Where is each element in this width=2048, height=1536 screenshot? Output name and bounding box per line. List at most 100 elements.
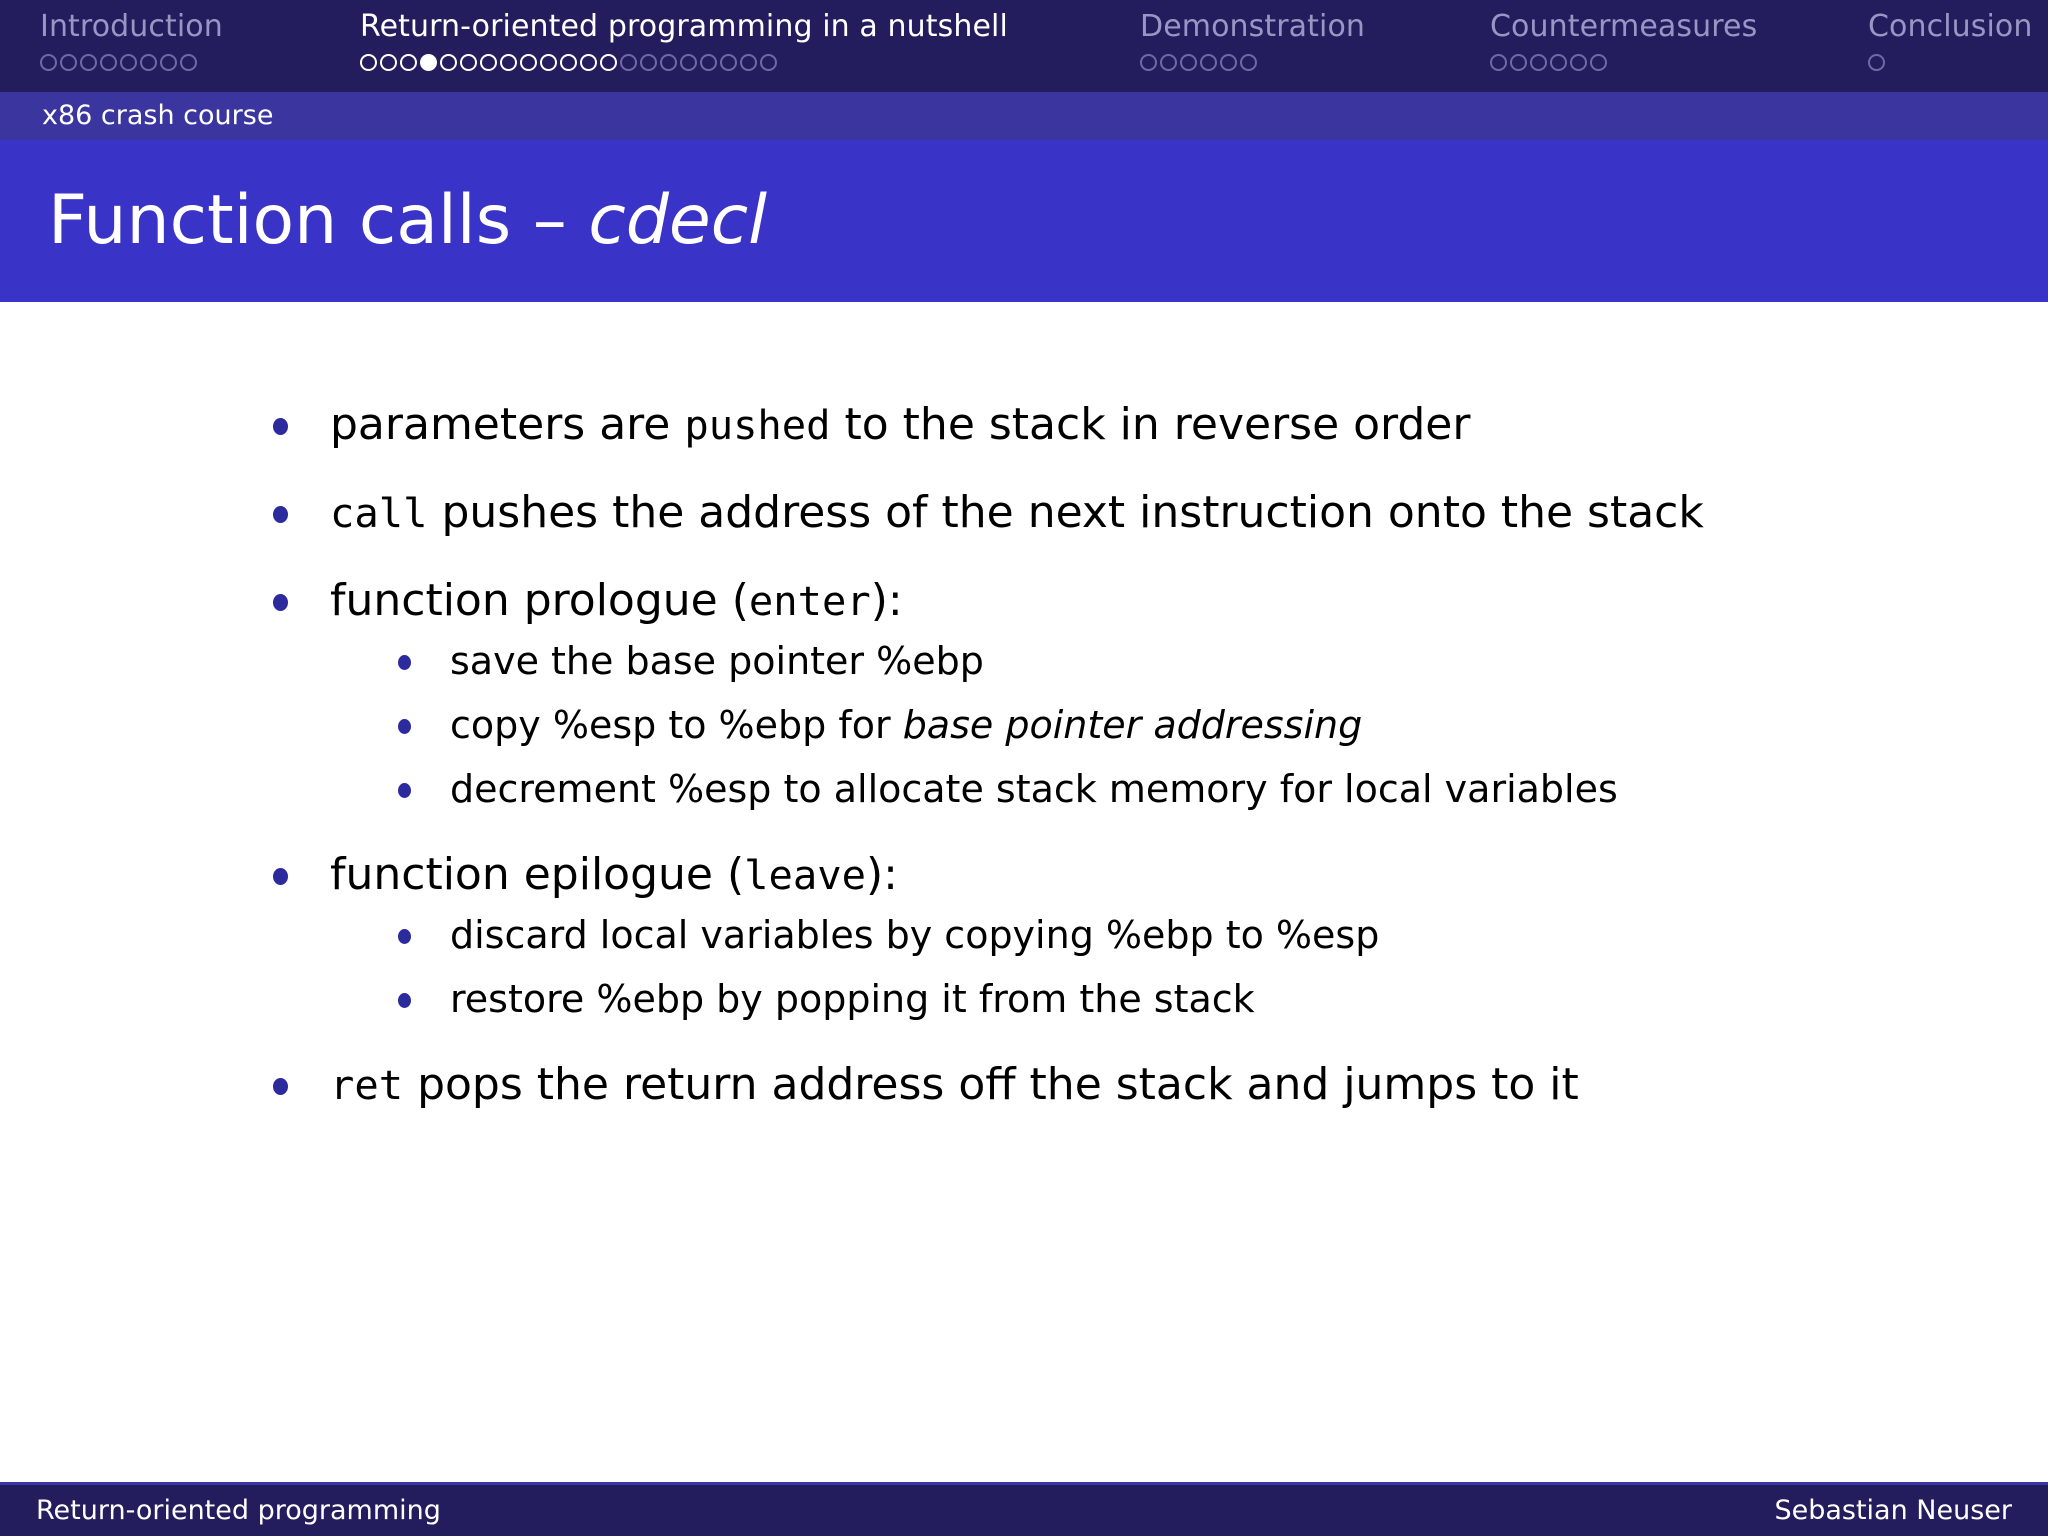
- nav-dot-inactive[interactable]: [1160, 53, 1177, 71]
- code-span: ret: [330, 1061, 404, 1109]
- text-span: ):: [865, 849, 898, 900]
- sub-bullet-text: discard local variables by copying %ebp …: [450, 913, 1379, 957]
- nav-dot-inactive[interactable]: [740, 53, 757, 71]
- nav-dot-inactive[interactable]: [1180, 53, 1197, 71]
- nav-dot-inactive[interactable]: [140, 53, 157, 71]
- nav-dot-inactive[interactable]: [100, 53, 117, 71]
- text-span: save the base pointer %ebp: [450, 639, 984, 683]
- page-title: Function calls – cdecl: [48, 182, 767, 260]
- bullet-text: parameters are pushed to the stack in re…: [330, 399, 1470, 450]
- frame-title-plain: Function calls –: [48, 181, 589, 260]
- nav-dot-inactive[interactable]: [160, 53, 177, 71]
- bullet-dot-icon: [273, 868, 288, 885]
- nav-dot-inactive[interactable]: [1490, 53, 1507, 71]
- nav-section-demonstration[interactable]: Demonstration: [1140, 0, 1365, 73]
- nav-section-label: Introduction: [40, 9, 223, 44]
- bullet-text: ret pops the return address off the stac…: [330, 1059, 1579, 1110]
- emphasis-span: base pointer addressing: [902, 703, 1363, 747]
- nav-dot-inactive[interactable]: [700, 53, 717, 71]
- nav-dot-visited[interactable]: [380, 53, 397, 71]
- sub-bullet-item-save-base-pointer: save the base pointer %ebp: [330, 636, 2008, 686]
- nav-dot-inactive[interactable]: [1220, 53, 1237, 71]
- text-span: function prologue (: [330, 575, 749, 626]
- slide-footer: Return-oriented programming Sebastian Ne…: [0, 1482, 2048, 1536]
- nav-dot-current[interactable]: [420, 53, 437, 71]
- nav-section-label: Demonstration: [1140, 9, 1366, 44]
- nav-dot-inactive[interactable]: [640, 53, 657, 71]
- footer-presentation-title: Return-oriented programming: [36, 1494, 441, 1526]
- sub-bullet-text: restore %ebp by popping it from the stac…: [450, 977, 1255, 1021]
- nav-dot-inactive[interactable]: [1550, 53, 1567, 71]
- sub-bullet-text: decrement %esp to allocate stack memory …: [450, 767, 1618, 811]
- nav-section-label: Countermeasures: [1490, 9, 1758, 44]
- bullet-dot-icon: [273, 1078, 288, 1095]
- nav-dot-inactive[interactable]: [40, 53, 57, 71]
- bullet-text: call pushes the address of the next inst…: [330, 487, 1704, 538]
- nav-section-introduction[interactable]: Introduction: [40, 0, 223, 73]
- nav-dot-visited[interactable]: [540, 53, 557, 71]
- bullet-text: function prologue (enter):: [330, 575, 903, 626]
- nav-dot-inactive[interactable]: [760, 53, 777, 71]
- nav-dot-inactive[interactable]: [620, 53, 637, 71]
- nav-dot-inactive[interactable]: [1240, 53, 1257, 71]
- sub-bullet-dot-icon: [398, 719, 411, 734]
- text-span: discard local variables by copying %ebp …: [450, 913, 1380, 957]
- sub-bullet-list: save the base pointer %ebp copy %esp to %…: [330, 636, 2008, 814]
- sub-bullet-text: copy %esp to %ebp for base pointer addre…: [450, 703, 1362, 747]
- nav-section-countermeasures[interactable]: Countermeasures: [1490, 0, 1757, 73]
- nav-dot-visited[interactable]: [480, 53, 497, 71]
- subsection-label: x86 crash course: [42, 100, 274, 131]
- text-span: to the stack in reverse order: [830, 399, 1471, 450]
- nav-dot-inactive[interactable]: [180, 53, 197, 71]
- text-span: decrement %esp to allocate stack memory …: [450, 767, 1618, 811]
- nav-dot-visited[interactable]: [460, 53, 477, 71]
- nav-section-conclusion[interactable]: Conclusion: [1868, 0, 2033, 73]
- bullet-dot-icon: [273, 418, 288, 435]
- bullet-dot-icon: [273, 594, 288, 611]
- nav-dot-visited[interactable]: [400, 53, 417, 71]
- nav-dot-visited[interactable]: [600, 53, 617, 71]
- sub-bullet-dot-icon: [398, 993, 411, 1008]
- nav-dot-visited[interactable]: [360, 53, 377, 71]
- code-span: pushed: [684, 401, 831, 449]
- nav-dot-inactive[interactable]: [1590, 53, 1607, 71]
- nav-dot-visited[interactable]: [520, 53, 537, 71]
- nav-dot-visited[interactable]: [580, 53, 597, 71]
- code-span: call: [330, 489, 428, 537]
- nav-dot-inactive[interactable]: [1868, 53, 1885, 71]
- nav-dot-visited[interactable]: [500, 53, 517, 71]
- nav-dot-inactive[interactable]: [1510, 53, 1527, 71]
- nav-section-return-oriented-programming-in-a-nutshell[interactable]: Return-oriented programming in a nutshel…: [360, 0, 1008, 73]
- text-span: ):: [870, 575, 903, 626]
- nav-dot-inactive[interactable]: [1200, 53, 1217, 71]
- nav-dot-inactive[interactable]: [1140, 53, 1157, 71]
- text-span: pushes the address of the next instructi…: [427, 487, 1704, 538]
- nav-slide-dots: [40, 51, 197, 73]
- nav-dot-inactive[interactable]: [120, 53, 137, 71]
- nav-dot-visited[interactable]: [440, 53, 457, 71]
- nav-slide-dots: [1140, 51, 1257, 73]
- text-span: function epilogue (: [330, 849, 745, 900]
- sub-bullet-dot-icon: [398, 783, 411, 798]
- nav-dot-inactive[interactable]: [680, 53, 697, 71]
- nav-dot-visited[interactable]: [560, 53, 577, 71]
- nav-dot-inactive[interactable]: [720, 53, 737, 71]
- bullet-list: parameters are pushed to the stack in re…: [40, 398, 2008, 1112]
- text-span: copy %esp to %ebp for: [450, 703, 903, 747]
- bullet-item-call-pushes-address: call pushes the address of the next inst…: [40, 486, 2008, 540]
- nav-dot-inactive[interactable]: [660, 53, 677, 71]
- nav-dot-inactive[interactable]: [80, 53, 97, 71]
- bullet-item-parameters-pushed: parameters are pushed to the stack in re…: [40, 398, 2008, 452]
- sub-bullet-text: save the base pointer %ebp: [450, 639, 984, 683]
- nav-section-label: Conclusion: [1868, 9, 2033, 44]
- nav-dot-inactive[interactable]: [1570, 53, 1587, 71]
- nav-dot-inactive[interactable]: [60, 53, 77, 71]
- bullet-item-function-prologue: function prologue (enter): save the base …: [40, 574, 2008, 814]
- frame-title-bar: Function calls – cdecl: [0, 140, 2048, 302]
- code-span: enter: [748, 577, 871, 625]
- nav-slide-dots: [360, 51, 777, 73]
- footer-author-name: Sebastian Neuser: [1774, 1494, 2012, 1526]
- nav-dot-inactive[interactable]: [1530, 53, 1547, 71]
- nav-section-label: Return-oriented programming in a nutshel…: [360, 9, 1008, 44]
